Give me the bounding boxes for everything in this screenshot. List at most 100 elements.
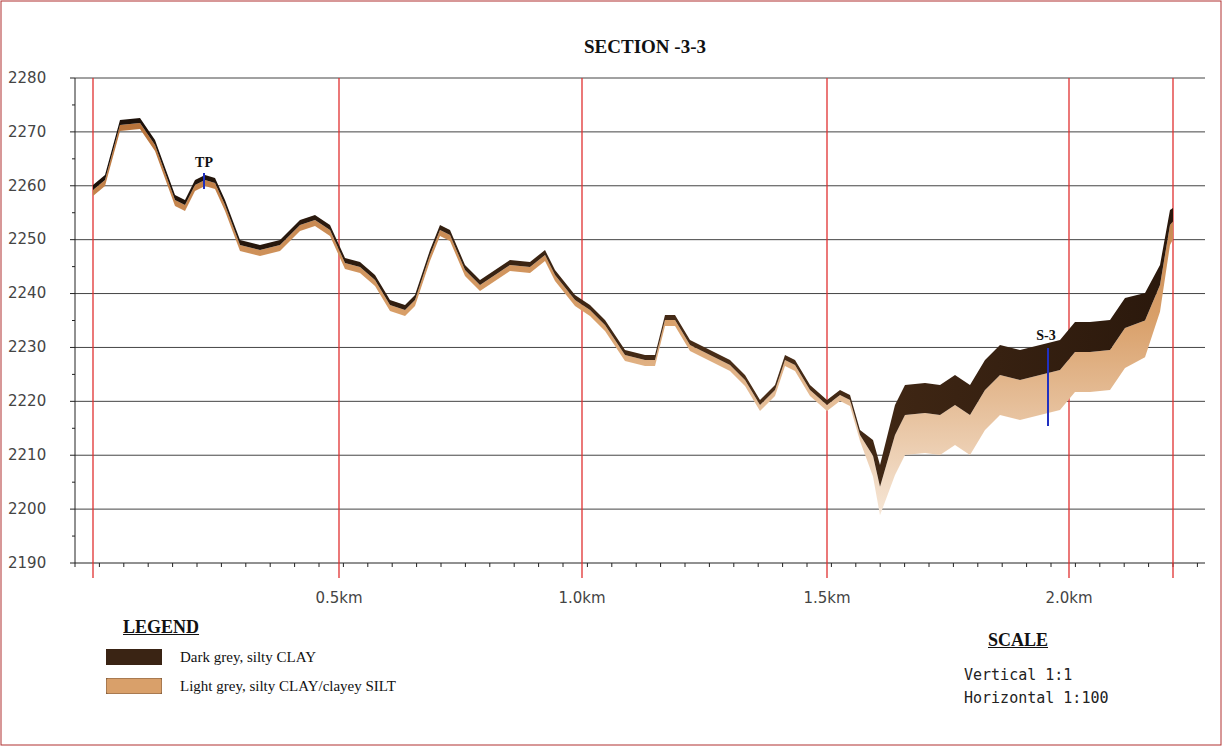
axis-tick <box>831 563 832 567</box>
axis-tick <box>70 401 75 402</box>
axis-tick <box>977 563 978 567</box>
axis-label: 1.0km <box>558 590 605 607</box>
axis-tick <box>70 131 75 132</box>
grid-line <box>75 563 1205 564</box>
axis-label: 2240 <box>8 285 46 302</box>
axis-tick <box>294 563 295 567</box>
axis-tick <box>99 563 100 567</box>
axis-tick <box>587 563 588 567</box>
grid-line <box>75 78 1205 79</box>
axis-label: 0.5km <box>315 590 362 607</box>
axis-tick <box>1197 563 1198 567</box>
axis-tick <box>1148 563 1149 567</box>
axis-tick <box>904 563 905 567</box>
axis-tick <box>929 563 930 567</box>
axis-tick <box>538 563 539 567</box>
axis-tick <box>1099 563 1100 567</box>
axis-label: 2250 <box>8 231 46 248</box>
light-clay-layer <box>93 123 1173 515</box>
axis-tick <box>465 563 466 567</box>
axis-label: 2260 <box>8 178 46 195</box>
trial-pit <box>203 173 205 189</box>
axis-tick <box>70 509 75 510</box>
axis-tick <box>953 563 954 567</box>
axis-tick <box>636 563 637 567</box>
chainage-line <box>92 78 93 578</box>
legend-heading: LEGEND <box>123 618 199 638</box>
axis-label: 1.5km <box>803 590 850 607</box>
chainage-line <box>1068 78 1069 578</box>
legend-swatch <box>106 649 162 665</box>
axis-tick <box>1026 563 1027 567</box>
axis-tick <box>70 239 75 240</box>
axis-label: 2270 <box>8 124 46 141</box>
grid-line <box>75 239 1205 240</box>
chainage-line <box>581 78 582 578</box>
grid-line <box>75 293 1205 294</box>
axis-tick <box>75 563 76 567</box>
legend-swatch-shade <box>106 678 162 694</box>
axis-label: 2.0km <box>1045 590 1092 607</box>
dark-clay-layer <box>93 118 1173 487</box>
axis-tick <box>367 563 368 567</box>
axis-tick <box>70 347 75 348</box>
chainage-line <box>338 78 339 578</box>
chart-title: SECTION -3-3 <box>584 37 706 58</box>
axis-tick <box>855 563 856 567</box>
pit-label: TP <box>195 155 213 170</box>
axis-tick <box>1075 563 1076 567</box>
scale-heading: SCALE <box>988 631 1048 651</box>
axis-label: 2210 <box>8 447 46 464</box>
chainage-line <box>1172 78 1173 578</box>
axis-label: 2200 <box>8 501 46 518</box>
axis-tick <box>563 563 564 567</box>
axis-tick <box>70 78 75 79</box>
axis-tick <box>197 563 198 567</box>
legend-label: Dark grey, silty CLAY <box>180 649 316 666</box>
axis-tick <box>245 563 246 567</box>
axis-tick <box>148 563 149 567</box>
scale-text: Horizontal 1:100 <box>964 690 1109 707</box>
legend-swatch <box>106 678 162 694</box>
axis-tick <box>1002 563 1003 567</box>
axis-tick <box>319 563 320 567</box>
axis-tick <box>733 563 734 567</box>
axis-tick <box>392 563 393 567</box>
axis-tick <box>782 563 783 567</box>
axis-tick <box>758 563 759 567</box>
axis-tick <box>514 563 515 567</box>
axis-tick <box>70 563 75 564</box>
axis-tick <box>880 563 881 567</box>
grid-line <box>75 185 1205 186</box>
axis-tick <box>441 563 442 567</box>
axis-tick <box>270 563 271 567</box>
axis-label: 2230 <box>8 339 46 356</box>
borehole <box>1047 348 1049 426</box>
axis-tick <box>807 563 808 567</box>
axis-tick <box>221 563 222 567</box>
legend-swatch-shade <box>106 649 162 665</box>
axis-tick <box>611 563 612 567</box>
axis-tick <box>343 563 344 567</box>
axis-tick <box>685 563 686 567</box>
grid-line <box>75 509 1205 510</box>
borehole-label: S-3 <box>1036 328 1055 343</box>
axis-tick <box>1051 563 1052 567</box>
axis-tick <box>416 563 417 567</box>
axis-label: 2280 <box>8 70 46 87</box>
grid-line <box>75 455 1205 456</box>
axis-tick <box>123 563 124 567</box>
axis-tick <box>660 563 661 567</box>
axis-tick <box>1124 563 1125 567</box>
grid-line <box>75 131 1205 132</box>
legend-label: Light grey, silty CLAY/clayey SILT <box>180 678 396 695</box>
axis-label: 2220 <box>8 393 46 410</box>
axis-tick <box>172 563 173 567</box>
scale-text: Vertical 1:1 <box>964 667 1072 684</box>
axis-tick <box>489 563 490 567</box>
axis-tick <box>70 293 75 294</box>
axis-tick <box>70 185 75 186</box>
axis-tick <box>70 455 75 456</box>
axis-label: 2190 <box>8 555 46 572</box>
